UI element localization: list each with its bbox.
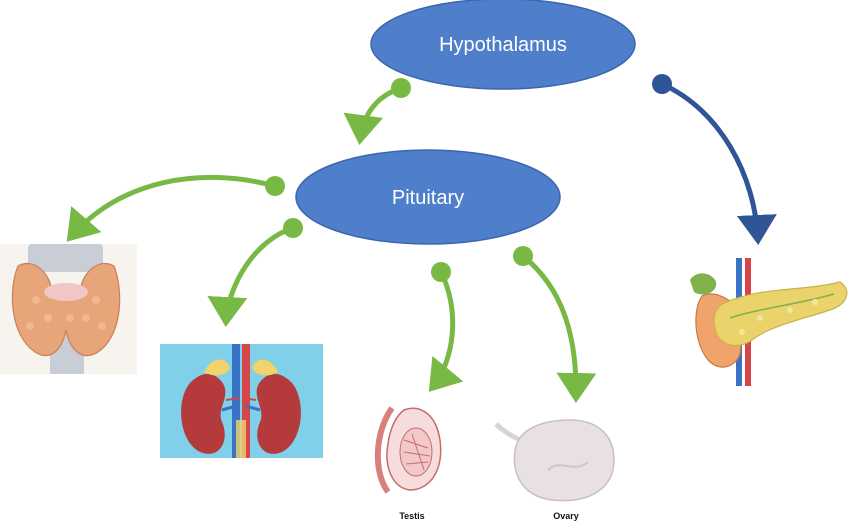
testis-icon: Testis	[374, 406, 442, 521]
ovary-icon: Ovary	[494, 419, 615, 521]
pituitary-label: Pituitary	[392, 187, 464, 209]
arrow-hypothalamus-to-pancreas	[652, 74, 777, 245]
arrow-hypothalamus-to-pituitary	[343, 78, 411, 145]
ovary-label: Ovary	[553, 511, 579, 521]
node-pituitary: Pituitary	[295, 149, 561, 245]
arrow-pituitary-to-ovary	[513, 246, 597, 403]
pancreas-icon	[690, 258, 848, 386]
arrow-pituitary-to-adrenal	[207, 218, 303, 327]
hypothalamus-label: Hypothalamus	[439, 34, 567, 56]
adrenal-kidney-icon	[160, 344, 323, 458]
arrow-pituitary-to-testis	[428, 262, 464, 392]
thyroid-icon	[0, 244, 137, 374]
node-hypothalamus: Hypothalamus	[370, 0, 636, 90]
testis-label: Testis	[399, 511, 424, 521]
arrow-pituitary-to-thyroid	[66, 175, 285, 242]
